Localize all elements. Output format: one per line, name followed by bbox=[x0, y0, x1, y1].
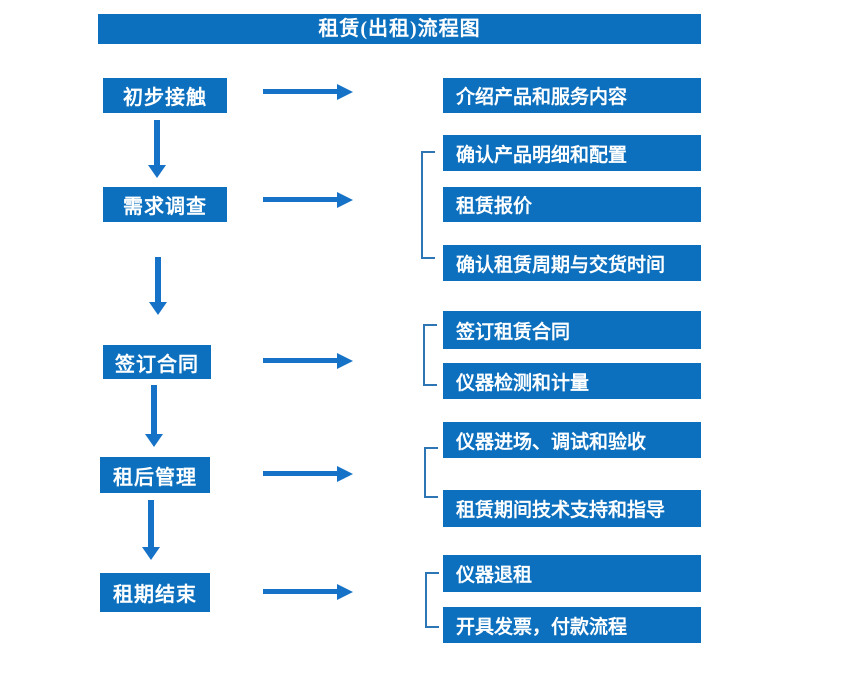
arrow-shaft bbox=[148, 500, 154, 548]
arrow-shaft bbox=[154, 120, 160, 166]
down-arrow-3 bbox=[145, 385, 163, 447]
arrow-head-icon bbox=[337, 466, 353, 482]
right-arrow-initial-contact bbox=[263, 84, 353, 100]
bracket-post-rental-group bbox=[424, 447, 438, 498]
down-arrow-4 bbox=[142, 500, 160, 560]
step-box-post-rental-management: 租后管理 bbox=[100, 457, 210, 493]
bracket-sign-contract-group bbox=[423, 324, 437, 386]
arrow-head-icon bbox=[148, 165, 166, 178]
bracket-rental-end-group bbox=[425, 572, 439, 628]
arrow-head-icon bbox=[149, 302, 167, 315]
right-arrow-demand-survey bbox=[263, 192, 353, 208]
detail-box-instrument-return: 仪器退租 bbox=[443, 555, 701, 592]
right-arrow-post-rental-management bbox=[263, 466, 353, 482]
down-arrow-2 bbox=[149, 257, 167, 315]
arrow-head-icon bbox=[142, 547, 160, 560]
step-box-rental-period-end: 租期结束 bbox=[100, 573, 210, 612]
flowchart-title: 租赁(出租)流程图 bbox=[98, 14, 701, 44]
detail-box-sign-rental-contract: 签订租赁合同 bbox=[443, 311, 701, 349]
arrow-shaft bbox=[263, 197, 339, 202]
arrow-head-icon bbox=[145, 434, 163, 447]
arrow-shaft bbox=[263, 358, 339, 363]
arrow-shaft bbox=[263, 89, 339, 94]
arrow-shaft bbox=[263, 471, 339, 476]
detail-box-instrument-entry-acceptance: 仪器进场、调试和验收 bbox=[443, 422, 701, 458]
arrow-head-icon bbox=[337, 192, 353, 208]
right-arrow-sign-contract bbox=[263, 353, 353, 369]
detail-box-confirm-rental-period-delivery: 确认租赁周期与交货时间 bbox=[443, 245, 701, 281]
arrow-head-icon bbox=[337, 84, 353, 100]
detail-box-confirm-product-details: 确认产品明细和配置 bbox=[443, 135, 701, 171]
arrow-shaft bbox=[151, 385, 157, 435]
down-arrow-1 bbox=[148, 120, 166, 178]
step-box-demand-survey: 需求调查 bbox=[103, 187, 227, 222]
detail-box-rental-technical-support: 租赁期间技术支持和指导 bbox=[443, 490, 701, 527]
detail-box-rental-quotation: 租赁报价 bbox=[443, 187, 701, 222]
right-arrow-rental-period-end bbox=[263, 584, 353, 600]
arrow-head-icon bbox=[337, 353, 353, 369]
arrow-shaft bbox=[155, 257, 161, 303]
bracket-demand-survey-group bbox=[421, 151, 435, 259]
arrow-shaft bbox=[263, 589, 339, 594]
detail-box-instrument-inspection: 仪器检测和计量 bbox=[443, 363, 701, 399]
detail-box-invoice-payment: 开具发票，付款流程 bbox=[443, 607, 701, 643]
arrow-head-icon bbox=[337, 584, 353, 600]
step-box-initial-contact: 初步接触 bbox=[103, 78, 227, 113]
detail-box-intro-products-services: 介绍产品和服务内容 bbox=[443, 78, 701, 113]
step-box-sign-contract: 签订合同 bbox=[103, 345, 211, 379]
